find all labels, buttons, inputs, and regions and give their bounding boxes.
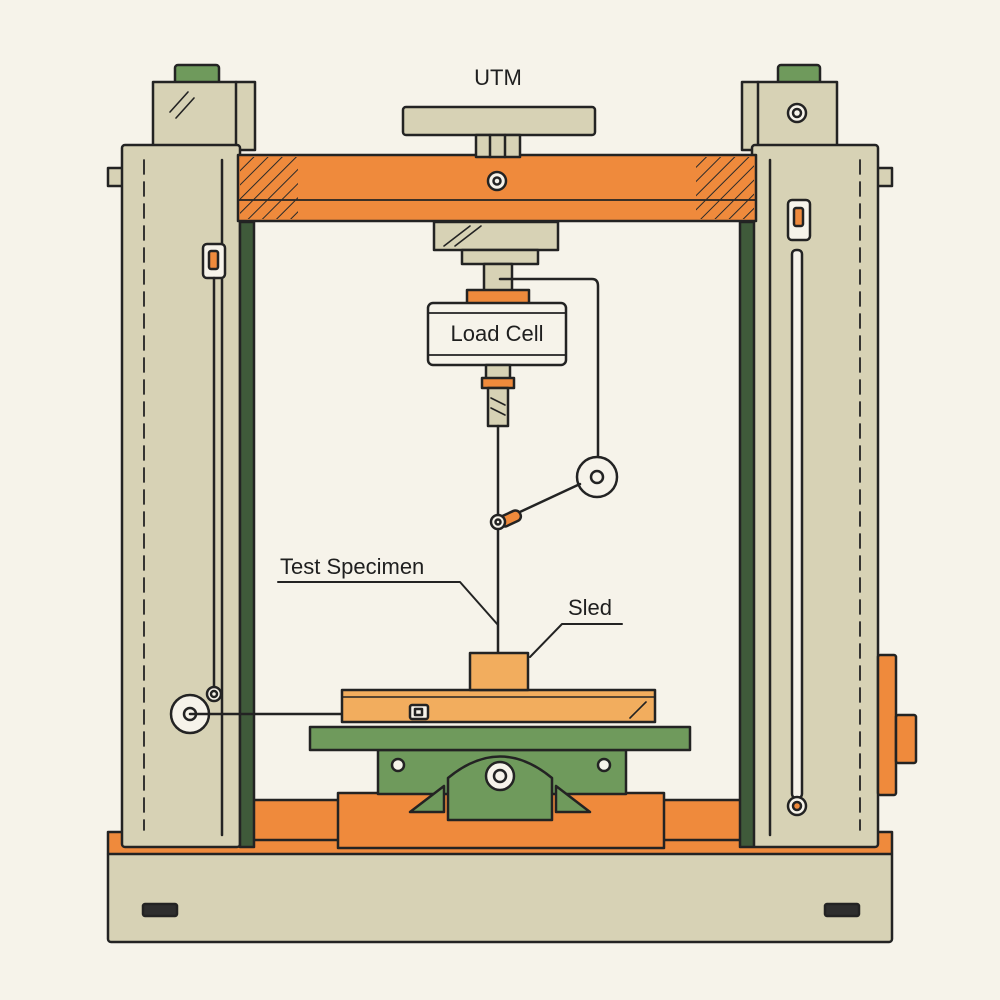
- left-column: [106, 63, 257, 849]
- sled-platform: [340, 688, 657, 724]
- sled-block: [468, 651, 530, 692]
- green-table: [308, 725, 692, 752]
- fixture-base: [308, 725, 692, 850]
- sled-leader: [529, 623, 623, 658]
- control-box: [876, 653, 898, 797]
- base-vent-left: [141, 902, 179, 918]
- right-column: [738, 63, 918, 849]
- sled-connector: [408, 703, 430, 721]
- cable-system: [188, 277, 619, 716]
- sled-label: Sled: [568, 595, 612, 620]
- test-specimen-label: Test Specimen: [280, 554, 424, 579]
- load-cell-label: Load Cell: [451, 321, 544, 346]
- actuator-mount: [432, 220, 560, 306]
- right-pulley: [575, 455, 619, 499]
- load-cell: Load Cell: [426, 301, 568, 428]
- crosshead-beam: [236, 153, 758, 223]
- utm-label: UTM: [474, 65, 522, 90]
- test-specimen-leader: [277, 581, 499, 626]
- leader-lines: [277, 581, 623, 658]
- top-handwheel: [401, 105, 597, 159]
- base-vent-right: [823, 902, 861, 918]
- control-knob: [894, 713, 918, 765]
